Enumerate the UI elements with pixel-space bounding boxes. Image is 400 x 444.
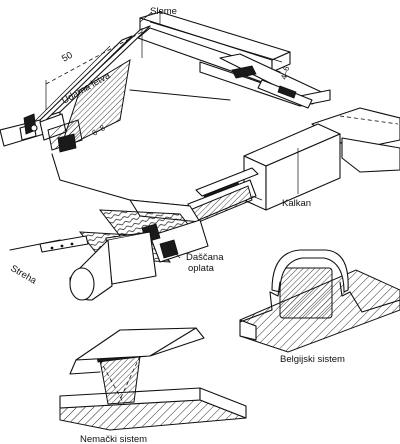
- main-roof-assembly: [0, 11, 400, 301]
- label-nemacki-sistem: Nemački sistem: [80, 434, 147, 444]
- leader-kalkan: [251, 195, 263, 201]
- label-sleme: Sleme: [150, 6, 177, 17]
- left-eave-detail: [0, 113, 83, 153]
- right-roof-edge: [311, 107, 400, 173]
- label-dim-4-6: 4–6: [279, 65, 291, 81]
- label-kalkan: Kalkan: [282, 198, 311, 209]
- leader-sleme: [139, 11, 153, 23]
- label-streha: Streha: [9, 263, 39, 287]
- label-dimension-50: 50: [60, 50, 75, 65]
- inner-deck-line: [129, 89, 231, 101]
- german-system-detail: [59, 327, 247, 431]
- belgian-system-detail: [239, 249, 400, 353]
- eave-end-cap: [9, 231, 157, 301]
- label-belgijski-sistem: Belgijski sistem: [280, 354, 345, 365]
- label-dascana: Daščana: [186, 252, 224, 263]
- label-oplata: oplata: [188, 263, 215, 274]
- leader-oplata: [167, 245, 181, 259]
- center-seam-rib: [187, 167, 259, 225]
- right-beam: [199, 53, 331, 109]
